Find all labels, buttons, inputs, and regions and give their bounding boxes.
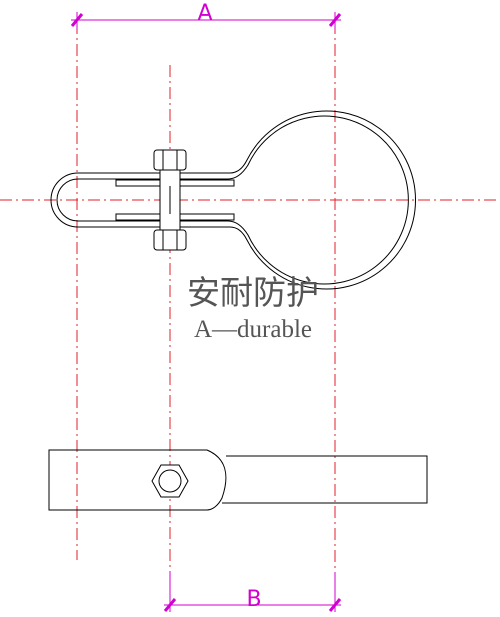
dimension-a-label: A: [197, 1, 212, 26]
brand-chinese-text: 安耐防护: [187, 273, 319, 312]
hex-nut-bore: [158, 469, 182, 493]
clamp-front-view: [50, 110, 416, 290]
clamp-band-inner: [56, 115, 409, 285]
nut-top: [153, 149, 187, 171]
dimension-a-tick-left: [70, 13, 84, 27]
dimension-b-tick-left: [163, 598, 177, 612]
center-lines: [0, 22, 500, 605]
dimension-a: A: [70, 1, 342, 30]
clamp-band-outer: [50, 110, 416, 290]
dimension-b-label: B: [246, 587, 261, 612]
clamp-top-view: [48, 449, 428, 511]
dimension-b-tick-right: [328, 598, 342, 612]
strap-tab-body: [48, 449, 227, 511]
strap-band: [222, 455, 428, 504]
dimension-a-tick-right: [328, 13, 342, 27]
nut-bottom: [153, 229, 187, 251]
hex-nut-outline: [151, 464, 189, 498]
dimension-b: B: [163, 572, 342, 612]
brand-english-text: A—durable: [194, 316, 312, 343]
brand-watermark: 安耐防护 A—durable: [187, 273, 319, 343]
